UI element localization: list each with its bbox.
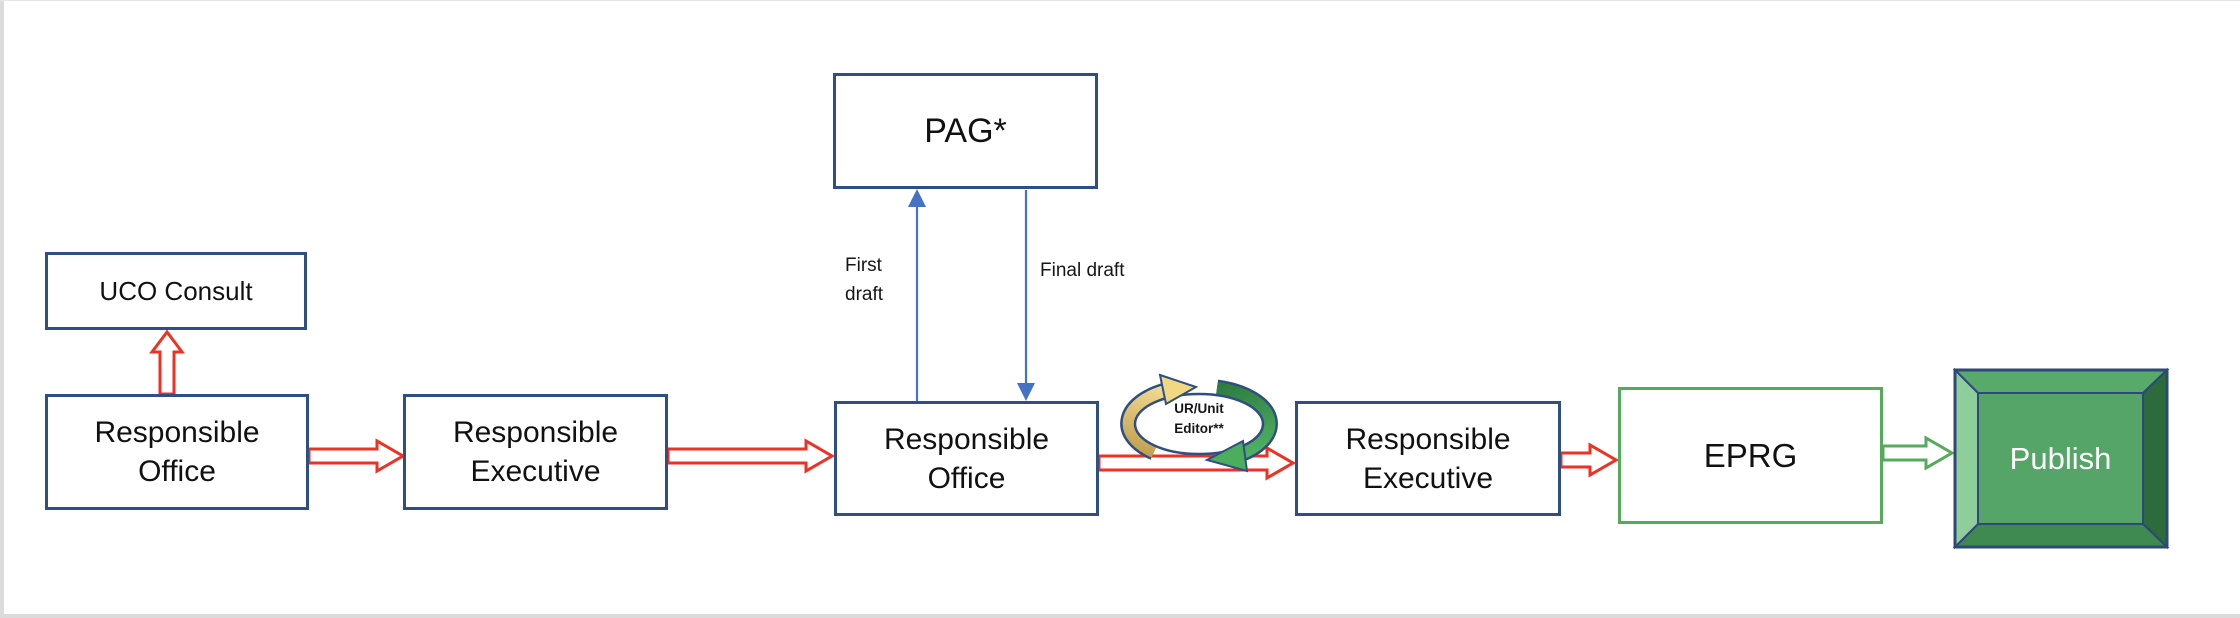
responsible-office-2-box: Responsible Office bbox=[834, 401, 1099, 516]
red-right-arrow bbox=[666, 438, 836, 474]
arrow-eprg-to-publish bbox=[1881, 435, 1956, 471]
publish-bevel-right bbox=[2142, 367, 2168, 550]
publish-bevel-left bbox=[1954, 367, 1979, 550]
responsible-executive-2-label: Responsible Executive bbox=[1345, 422, 1511, 495]
red-right-arrow bbox=[307, 438, 407, 474]
responsible-executive-1-box: Responsible Executive bbox=[403, 394, 668, 510]
final-draft-label: Final draft bbox=[1040, 260, 1125, 281]
responsible-office-1-label: Responsible Office bbox=[94, 416, 260, 488]
publish-label: Publish bbox=[2009, 440, 2112, 476]
green-arrowhead-icon bbox=[1204, 439, 1249, 473]
publish-button-3d bbox=[1952, 367, 2170, 550]
green-right-arrow bbox=[1881, 435, 1956, 471]
arrow-exec1-to-office2 bbox=[666, 438, 836, 474]
revision-cycle-icon bbox=[1120, 373, 1278, 473]
cycle-editor-label: UR/Unit Editor** bbox=[1174, 401, 1224, 436]
up-arrowhead-icon bbox=[908, 189, 926, 207]
uco-consult-box: UCO Consult bbox=[45, 252, 307, 330]
connector-final-draft bbox=[1017, 190, 1035, 401]
arrow-exec2-to-eprg bbox=[1559, 442, 1620, 478]
red-right-arrow bbox=[1097, 445, 1297, 481]
publish-bevel-top bbox=[1952, 369, 2170, 394]
responsible-executive-2-box: Responsible Executive bbox=[1295, 401, 1561, 516]
bottom-page-edge bbox=[0, 614, 2240, 618]
cycle-ellipse bbox=[1133, 392, 1265, 456]
eprg-label: EPRG bbox=[1703, 436, 1798, 474]
eprg-box: EPRG bbox=[1618, 387, 1883, 524]
down-arrowhead-icon bbox=[1017, 383, 1035, 401]
pag-box: PAG* bbox=[833, 73, 1098, 189]
uco-consult-label: UCO Consult bbox=[99, 275, 253, 306]
arrow-office1-to-exec1 bbox=[307, 438, 407, 474]
publish-face bbox=[1977, 392, 2144, 525]
responsible-office-1-box: Responsible Office bbox=[45, 394, 309, 510]
left-page-edge bbox=[0, 0, 4, 618]
publish-bevel-bottom bbox=[1952, 523, 2170, 548]
pag-label: PAG* bbox=[924, 111, 1007, 150]
connector-first-draft bbox=[908, 189, 926, 401]
top-page-edge bbox=[0, 0, 2240, 1]
cycle-band-yellow bbox=[1122, 384, 1171, 458]
yellow-arrowhead-icon bbox=[1158, 373, 1199, 406]
red-up-arrow bbox=[149, 329, 185, 396]
arrow-office1-to-uco bbox=[149, 329, 185, 396]
first-draft-label: First draft bbox=[845, 255, 884, 305]
arrow-office2-to-exec2 bbox=[1097, 445, 1297, 481]
cycle-band-green bbox=[1216, 382, 1276, 462]
publish-outer-border bbox=[1953, 368, 2169, 549]
red-right-arrow bbox=[1559, 442, 1620, 478]
responsible-office-2-label: Responsible Office bbox=[883, 422, 1050, 495]
responsible-executive-1-label: Responsible Executive bbox=[452, 416, 619, 488]
